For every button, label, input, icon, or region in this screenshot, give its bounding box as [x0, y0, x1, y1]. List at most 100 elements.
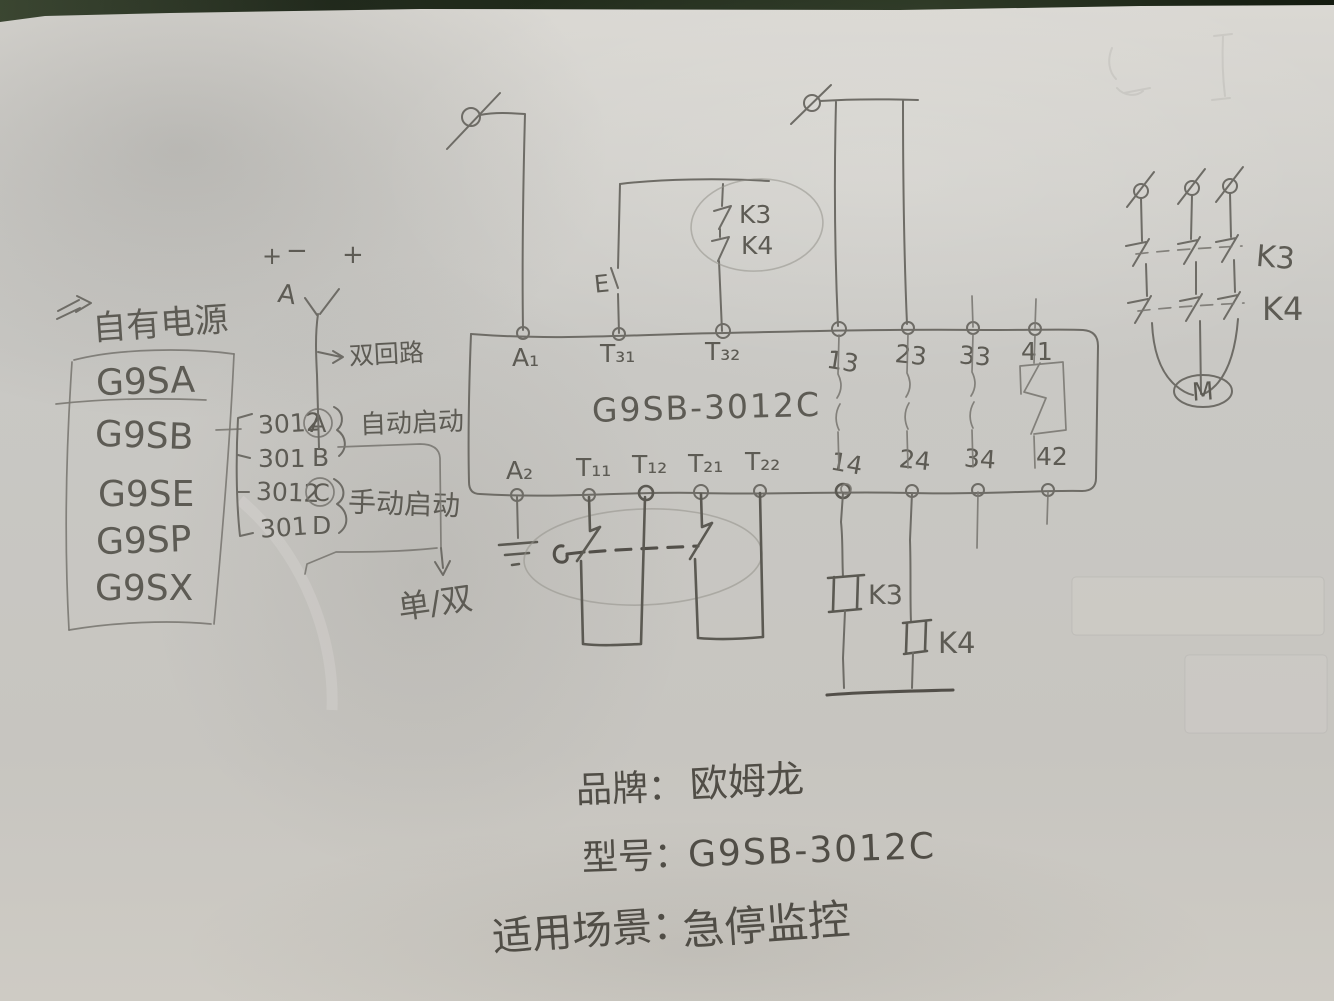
terminal-dot-t32: [715, 323, 731, 339]
terminal-label: 24: [898, 444, 933, 476]
auto-start-label: 自动启动: [360, 407, 465, 441]
variant-letter: C: [313, 479, 330, 507]
relay-model-label: G9SB-3012C: [591, 385, 821, 430]
brand-label: 品牌：: [575, 767, 684, 812]
k4-coil-return: [911, 652, 914, 689]
k3-coil-label: K3: [868, 580, 903, 611]
variant-letter: D: [312, 511, 331, 540]
k3-coil-icon: [826, 573, 866, 614]
paper-wrinkle-shadow: [150, 260, 690, 880]
k3-k4-nc-contacts: [711, 183, 732, 332]
internal-nc-block-41-42: [1019, 334, 1067, 469]
eraser-smudge-2: [1184, 654, 1328, 734]
t31-riser: [617, 183, 621, 334]
plus-sign: +: [342, 240, 364, 270]
brand-value: 欧姆龙: [689, 757, 805, 807]
scene-value: 急停监控: [681, 895, 852, 956]
supply-slash: [446, 92, 501, 150]
estop-button-actuator: [552, 544, 586, 564]
nc-contact-channel-1: [575, 495, 647, 647]
model-label: 型号：: [581, 835, 690, 880]
terminal-label: 33: [958, 340, 992, 371]
a1-feed-wire: [479, 112, 526, 331]
reset-switch-label: E: [593, 269, 611, 298]
variant-prefix: 301: [258, 444, 306, 473]
internal-contact-13-14: [835, 334, 842, 470]
series-item: G9SA: [95, 360, 196, 404]
series-list-box: G9SA G9SB G9SE G9SP G9SX: [55, 349, 242, 631]
common-bus-bar: [825, 688, 955, 697]
dual-loop-arrow: [317, 350, 344, 364]
circled-letter-ring: [305, 477, 335, 507]
terminal-label: 41: [1021, 337, 1053, 366]
variant-bracket: [235, 413, 254, 537]
branch-a-label: A: [276, 279, 298, 311]
wire-24-to-k4: [909, 492, 913, 623]
mode-loop-path: [304, 443, 442, 575]
variant-letter: B: [312, 443, 329, 472]
phase-slash: [1126, 171, 1155, 208]
series-item: G9SE: [98, 474, 194, 515]
plus-sign: +: [262, 242, 282, 270]
supply-terminal-icon: [803, 94, 821, 112]
brace-manual: [333, 478, 348, 534]
terminal-label: 42: [1036, 442, 1068, 471]
series-item: G9SB: [94, 414, 194, 458]
footer-notes: 品牌： 欧姆龙 型号： G9SB-3012C 适用场景： 急停监控: [491, 757, 937, 961]
variant-prefix: 3012: [257, 407, 322, 439]
phase-slash: [1215, 166, 1244, 203]
supply-slash: [790, 84, 832, 125]
supply-terminal-icon: [461, 107, 481, 127]
terminal-label: A₂: [506, 456, 533, 485]
supply-drop-wires: [819, 98, 919, 327]
own-power-note: 自有电源: [56, 295, 230, 349]
feedback-highlight-oval: [690, 178, 824, 272]
k3-coil-return: [842, 610, 846, 689]
phase-slash: [1177, 168, 1206, 205]
estop-circuit: [497, 491, 765, 647]
nc-contact-channel-2: [688, 491, 765, 641]
relay-box: G9SB-3012C A₁ T₃₁ T₃₂ 13 23 33 41 A₂ T₁₁…: [467, 295, 1099, 502]
terminal-label: T₃₂: [704, 337, 740, 366]
variant-list: 3012 A 301 B 3012 C 301 D: [235, 407, 335, 544]
k4-coil-label: K4: [938, 626, 975, 660]
k4-coil-icon: [901, 618, 933, 656]
internal-contact-33-34: [969, 333, 976, 468]
right-supply: [790, 84, 919, 327]
box-outline-left-bottom: [467, 333, 1083, 497]
left-supply: [446, 92, 526, 331]
eraser-smudge-1: [1071, 576, 1325, 636]
k3-contact-label: K3: [739, 200, 771, 229]
terminal-dot-a1: [516, 326, 530, 340]
motor-label: M: [1191, 376, 1215, 406]
terminal-label: T₃₁: [599, 339, 635, 368]
terminal-dot-14-scribble: [840, 483, 852, 495]
internal-contact-23-24: [904, 333, 911, 469]
coil-circuit: K3 K4: [825, 491, 1049, 697]
box-outline-top-right: [470, 328, 1099, 492]
terminal-label: T₂₁: [687, 449, 723, 478]
minus-sign: −: [286, 236, 308, 266]
terminal-label: A₁: [512, 343, 539, 372]
phase-drops: [1140, 192, 1232, 242]
ghost-marks: [1071, 33, 1328, 734]
paper-highlight: [360, 0, 1334, 400]
manual-start-label: 手动启动: [348, 486, 461, 523]
motor-icon: [1173, 374, 1233, 408]
terminal-label: 23: [894, 339, 929, 371]
terminal-label: T₁₁: [575, 453, 611, 482]
series-item: G9SX: [95, 568, 193, 609]
paper-shadow-bottom: [180, 820, 1220, 1001]
inter-contact-wires: [1145, 259, 1236, 297]
k4-contact-label: K4: [741, 231, 773, 260]
y-branch-wire: [304, 288, 340, 449]
own-power-label: 自有电源: [91, 300, 229, 349]
terminal-label: T₂₂: [744, 447, 780, 476]
motor-circuit: K3 K4 M: [1125, 166, 1303, 408]
k3-power-contacts: [1125, 234, 1239, 267]
terminal-label: 34: [963, 443, 997, 474]
model-value: G9SB-3012C: [687, 826, 936, 876]
unused-top-stubs: [971, 295, 1037, 329]
reset-switch-stroke: [610, 267, 619, 289]
